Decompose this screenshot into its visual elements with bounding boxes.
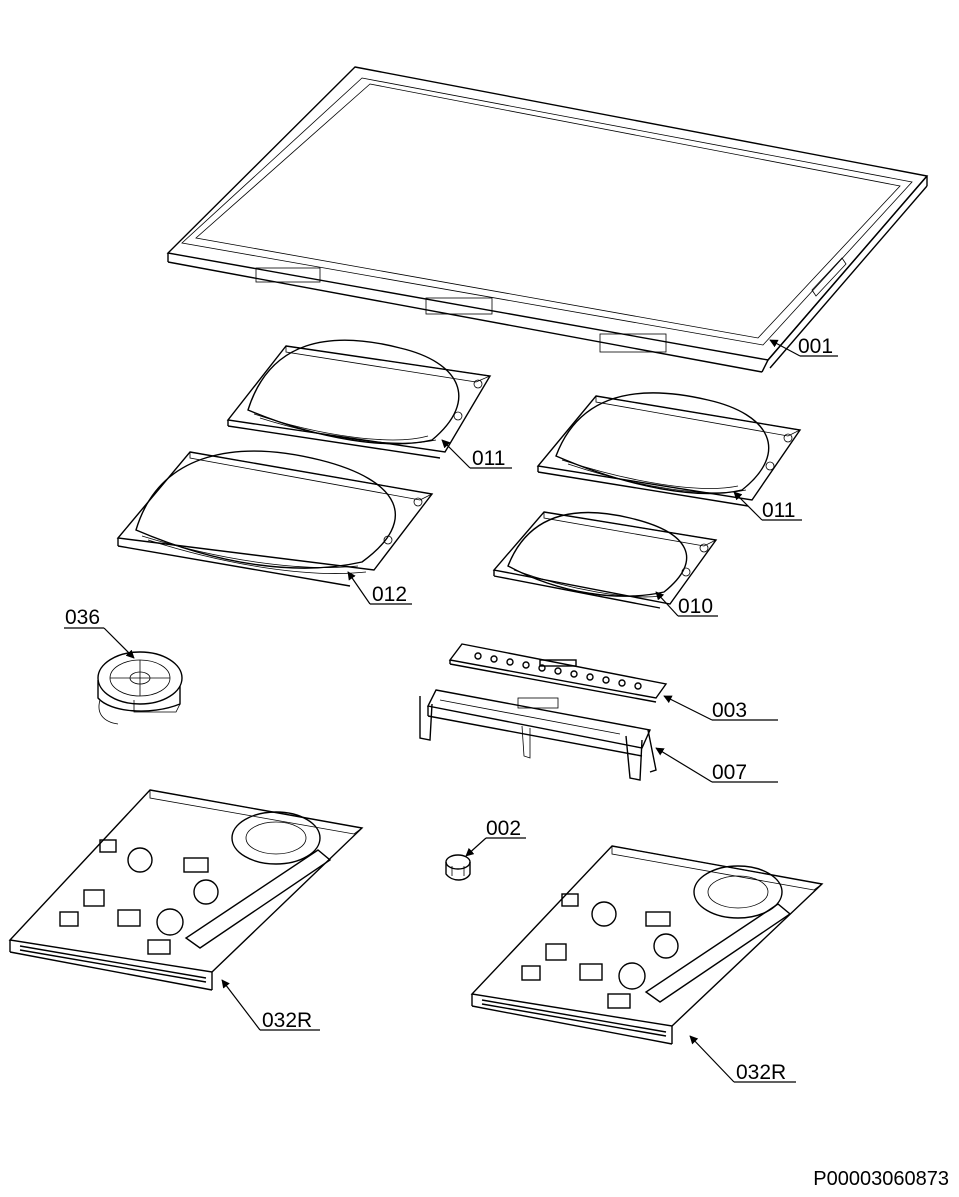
label-011-left: 011 xyxy=(472,447,505,470)
callout-032R-right: 032R xyxy=(689,1035,796,1084)
label-001: 001 xyxy=(798,335,833,358)
document-id: P00003060873 xyxy=(813,1168,949,1190)
callout-003: 003 xyxy=(663,695,778,722)
board-bracket-007 xyxy=(419,689,657,781)
callout-012: 012 xyxy=(347,571,412,606)
label-007: 007 xyxy=(712,761,747,784)
label-011-right: 011 xyxy=(762,499,795,522)
knob-002 xyxy=(445,854,471,881)
callout-036: 036 xyxy=(64,606,135,659)
control-board-003 xyxy=(448,643,668,703)
label-003: 003 xyxy=(712,699,747,722)
label-032R-left: 032R xyxy=(262,1009,312,1032)
label-010: 010 xyxy=(678,595,713,618)
callout-011-right: 011 xyxy=(733,491,802,522)
induction-coil-011-right xyxy=(536,392,802,507)
glass-frame-001 xyxy=(166,66,929,373)
callout-011-left: 011 xyxy=(441,439,512,470)
induction-coil-010-small xyxy=(492,511,718,609)
callout-002: 002 xyxy=(465,817,526,857)
callout-007: 007 xyxy=(655,747,778,784)
induction-coil-011-left xyxy=(226,339,492,459)
power-board-032R-left xyxy=(8,789,364,991)
label-012: 012 xyxy=(372,583,407,606)
callout-001: 001 xyxy=(769,335,838,358)
power-board-032R-right xyxy=(470,845,824,1045)
induction-coil-012-large xyxy=(116,450,434,587)
callout-010: 010 xyxy=(655,591,718,618)
cooling-fan-036 xyxy=(97,651,183,725)
label-032R-right: 032R xyxy=(736,1061,786,1084)
label-036: 036 xyxy=(65,606,100,629)
callout-032R-left: 032R xyxy=(221,979,320,1032)
label-002: 002 xyxy=(486,817,521,840)
